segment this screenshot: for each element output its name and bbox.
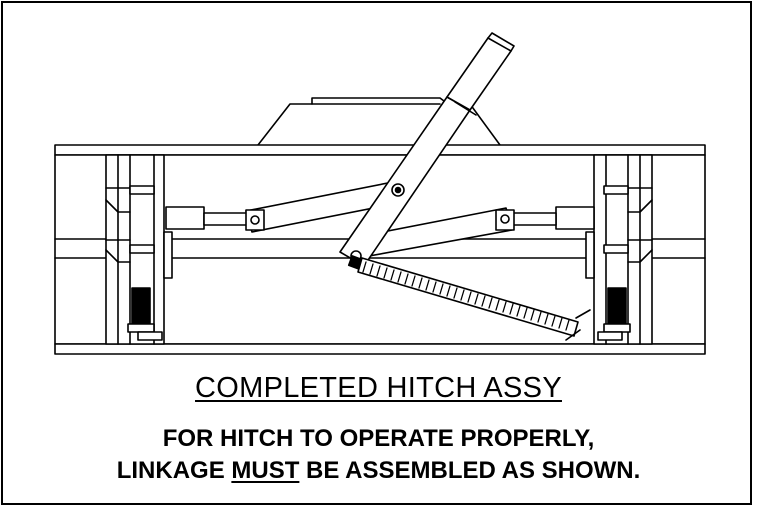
right-bracket [585,154,653,345]
left-bracket [105,154,173,345]
instruction-line-1: FOR HITCH TO OPERATE PROPERLY, [162,425,595,452]
assembly-title-text: COMPLETED HITCH ASSY [195,372,562,404]
instruction-line-2-start: LINKAGE [116,457,232,484]
tension-spring [357,257,591,341]
assembly-title: COMPLETED HITCH ASSY [0,372,757,405]
hitch-lever-handle [339,32,515,271]
instruction-emphasis: MUST [231,457,300,484]
instruction-line-2: LINKAGE MUST BE ASSEMBLED AS SHOWN. [0,457,757,485]
slide-bars [165,206,595,230]
instruction-line-2-end: BE ASSEMBLED AS SHOWN. [299,457,641,484]
